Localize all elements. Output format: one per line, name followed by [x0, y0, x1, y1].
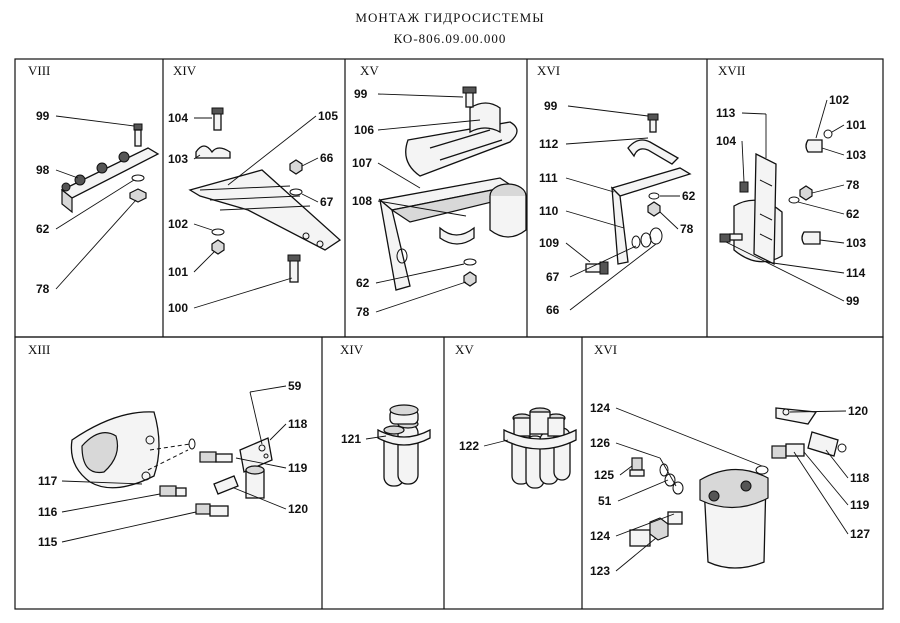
callout-67: 67	[320, 195, 334, 209]
callout-124: 124	[590, 529, 610, 543]
callout-104: 104	[716, 134, 736, 148]
callout-126: 126	[590, 436, 610, 450]
panel-label-xvii: XVII	[718, 63, 745, 78]
callout-51: 51	[598, 494, 612, 508]
callout-124: 124	[590, 401, 610, 415]
callout-78: 78	[36, 282, 50, 296]
callout-108: 108	[352, 194, 372, 208]
panel-xvi-bottom-drawing	[629, 407, 847, 569]
callout-110: 110	[539, 204, 559, 218]
callout-62: 62	[846, 207, 860, 221]
callout-107: 107	[352, 156, 372, 170]
callout-120: 120	[848, 404, 868, 418]
callout-102: 102	[829, 93, 849, 107]
callout-99: 99	[36, 109, 50, 123]
callout-100: 100	[168, 301, 188, 315]
callout-116: 116	[38, 505, 58, 519]
page-title: МОНТАЖ ГИДРОСИСТЕМЫ	[355, 10, 545, 25]
panel-label-xiv-bottom: XIV	[340, 342, 364, 357]
panel-xvii-drawing	[719, 129, 833, 266]
callout-111: 111	[539, 171, 558, 185]
callout-102: 102	[168, 217, 188, 231]
callout-117: 117	[38, 474, 58, 488]
callout-125: 125	[594, 468, 614, 482]
callout-66: 66	[320, 151, 334, 165]
panel-xv-top-drawing	[378, 86, 527, 291]
callout-115: 115	[38, 535, 58, 549]
callout-106: 106	[354, 123, 374, 137]
callout-62: 62	[682, 189, 696, 203]
callout-120: 120	[288, 502, 308, 516]
callout-114: 114	[846, 266, 866, 280]
callout-78: 78	[846, 178, 860, 192]
callout-119: 119	[288, 461, 308, 475]
panel-xiv-bottom-drawing	[377, 404, 431, 487]
callout-113: 113	[716, 106, 736, 120]
callout-112: 112	[539, 137, 559, 151]
panel-viii-drawing	[60, 123, 160, 214]
callout-118: 118	[850, 471, 870, 485]
panel-label-xv-top: XV	[360, 63, 379, 78]
panel-label-xiv-top: XIV	[173, 63, 197, 78]
callout-78: 78	[356, 305, 370, 319]
callout-62: 62	[356, 276, 370, 290]
callout-101: 101	[846, 118, 866, 132]
callout-109: 109	[539, 236, 559, 250]
callout-118: 118	[288, 417, 308, 431]
panel-xiii-drawing	[70, 411, 273, 517]
callout-78: 78	[680, 222, 694, 236]
panel-xiv-top-drawing	[188, 107, 342, 283]
callout-59: 59	[288, 379, 302, 393]
panel-xv-bottom-drawing	[503, 407, 577, 489]
callout-99: 99	[544, 99, 558, 113]
callout-103: 103	[846, 148, 866, 162]
panel-label-xiii: XIII	[28, 342, 50, 357]
panel-label-xv-bottom: XV	[455, 342, 474, 357]
callout-62: 62	[36, 222, 50, 236]
callout-127: 127	[850, 527, 870, 541]
callout-119: 119	[850, 498, 870, 512]
callout-67: 67	[546, 270, 560, 284]
panel-label-viii: VIII	[28, 63, 50, 78]
callout-123: 123	[590, 564, 610, 578]
callout-103: 103	[168, 152, 188, 166]
panel-xvi-top-drawing	[585, 113, 692, 275]
callout-66: 66	[546, 303, 560, 317]
callout-99: 99	[354, 87, 368, 101]
callout-101: 101	[168, 265, 188, 279]
callout-99: 99	[846, 294, 860, 308]
panel-label-xvi-top: XVI	[537, 63, 560, 78]
callout-98: 98	[36, 163, 50, 177]
panel-frames	[14, 58, 884, 610]
drawing-number: КО-806.09.00.000	[393, 31, 507, 46]
callout-104: 104	[168, 111, 188, 125]
callout-122: 122	[459, 439, 479, 453]
panel-label-xvi-bottom: XVI	[594, 342, 617, 357]
callout-103: 103	[846, 236, 866, 250]
callout-105: 105	[318, 109, 338, 123]
callout-121: 121	[341, 432, 361, 446]
